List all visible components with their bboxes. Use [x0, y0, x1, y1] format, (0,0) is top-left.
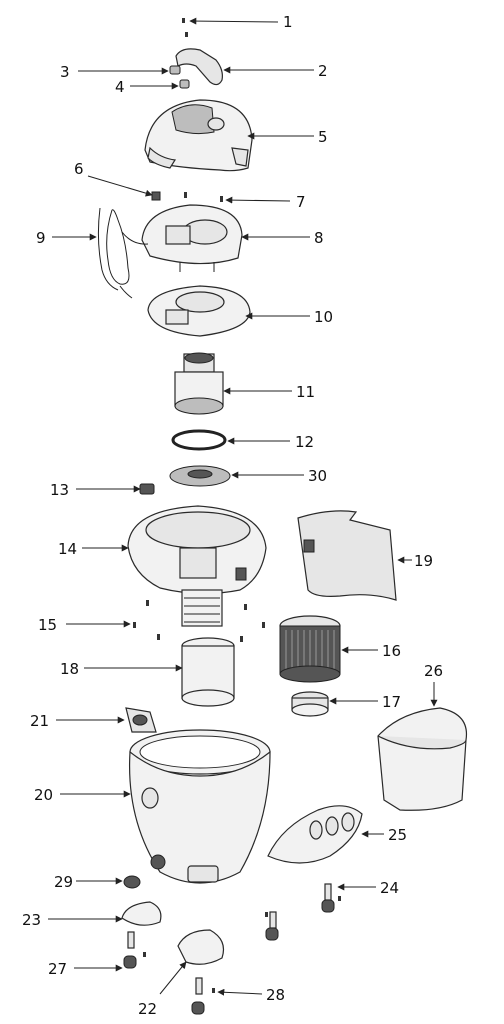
part-7-screw — [184, 192, 223, 202]
part-29-drain-cap — [123, 875, 141, 889]
label-part-15: 15 — [38, 616, 57, 634]
label-part-1: 1 — [283, 13, 293, 31]
label-part-14: 14 — [58, 540, 77, 558]
part-11-motor — [174, 352, 224, 415]
part-5-top-cover — [144, 99, 253, 172]
label-part-22: 22 — [138, 1000, 157, 1018]
label-part-7: 7 — [296, 193, 306, 211]
part-24-caster — [321, 883, 341, 913]
part-6-switch — [151, 191, 161, 201]
label-part-10: 10 — [314, 308, 333, 326]
part-26-accessory-box — [377, 707, 468, 811]
part-21-hose-adapter — [125, 707, 157, 733]
part-2-handle — [175, 48, 223, 86]
part-27-caster — [123, 931, 146, 969]
leader-lines — [48, 17, 438, 996]
part-16-cartridge-filter — [279, 615, 341, 683]
label-part-26: 26 — [424, 662, 443, 680]
part-3-clip — [169, 65, 181, 75]
part-10-motor-housing-base — [147, 285, 251, 337]
label-part-21: 21 — [30, 712, 49, 730]
part-14-lid-with-float-cage — [127, 505, 267, 627]
part-23-caster-mount — [121, 901, 162, 926]
label-part-20: 20 — [34, 786, 53, 804]
part-15-screw — [133, 600, 265, 642]
part-20-tank — [128, 729, 271, 884]
label-part-16: 16 — [382, 642, 401, 660]
part-1-screw — [182, 18, 188, 37]
label-part-6: 6 — [74, 160, 84, 178]
label-part-18: 18 — [60, 660, 79, 678]
label-part-24: 24 — [380, 879, 399, 897]
label-part-2: 2 — [318, 62, 328, 80]
part-18-foam-filter — [181, 637, 235, 707]
part-19-filter-bag — [297, 510, 397, 601]
label-part-9: 9 — [36, 229, 46, 247]
part-30-seal — [169, 465, 231, 487]
part-25-accessory-tray — [267, 805, 363, 864]
label-part-29: 29 — [54, 873, 73, 891]
label-part-17: 17 — [382, 693, 401, 711]
label-part-28: 28 — [266, 986, 285, 1004]
label-part-12: 12 — [295, 433, 314, 451]
label-part-4: 4 — [115, 78, 125, 96]
part-22-caster-plate — [177, 929, 225, 965]
part-24-caster-b — [265, 911, 279, 941]
label-part-13: 13 — [50, 481, 69, 499]
label-part-25: 25 — [388, 826, 407, 844]
part-28-caster — [191, 977, 215, 1015]
label-part-11: 11 — [296, 383, 315, 401]
label-part-23: 23 — [22, 911, 41, 929]
label-part-8: 8 — [314, 229, 324, 247]
part-9-power-cord — [97, 207, 149, 299]
label-part-19: 19 — [414, 552, 433, 570]
part-13-clip — [139, 483, 155, 495]
label-part-30: 30 — [308, 467, 327, 485]
part-8-motor-cover-plate — [141, 204, 243, 272]
part-number-labels: 1 2 3 4 5 6 7 8 9 10 11 12 13 14 15 16 1… — [22, 13, 443, 1018]
part-4-latch — [179, 79, 190, 89]
label-part-5: 5 — [318, 128, 328, 146]
label-part-3: 3 — [60, 63, 70, 81]
part-17-retainer-ring — [291, 691, 329, 717]
label-part-27: 27 — [48, 960, 67, 978]
part-12-gasket-ring — [171, 429, 227, 451]
